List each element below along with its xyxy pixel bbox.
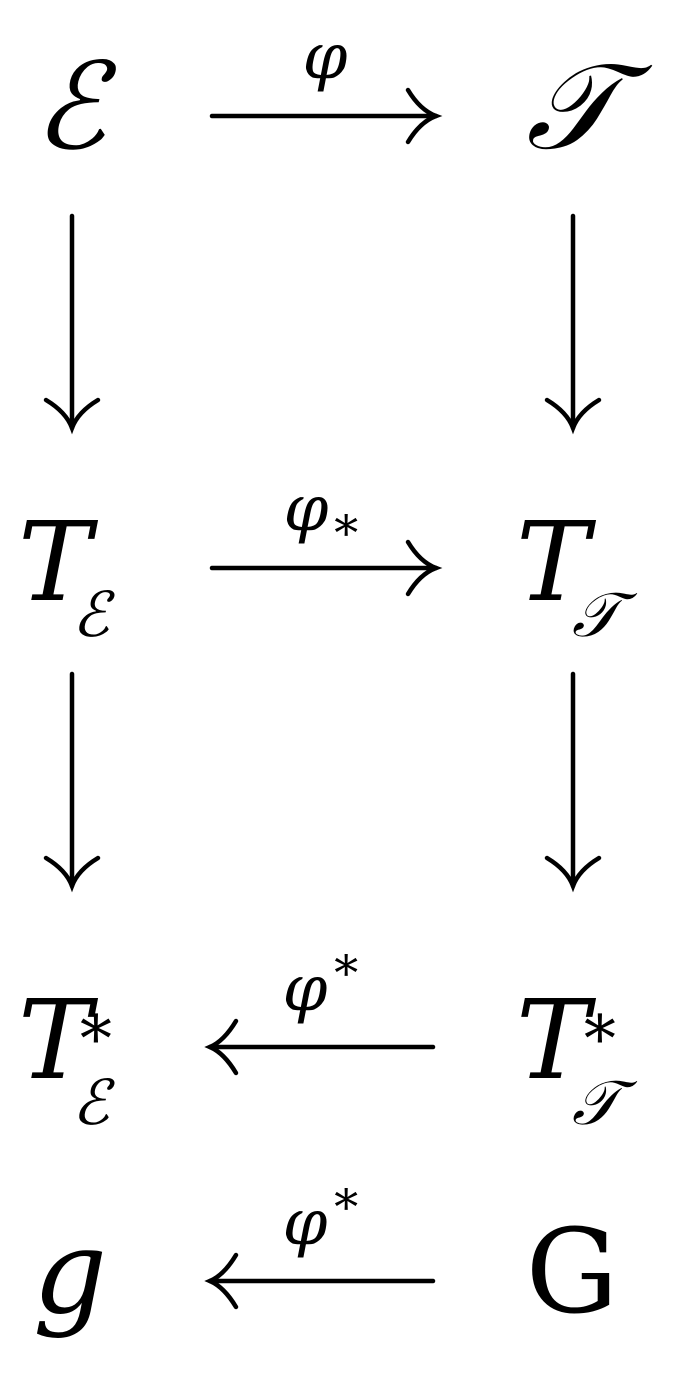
node-dual-right: T ∗ 𝒯	[516, 976, 638, 1139]
node-dual-left: T ∗ ℰ	[18, 976, 118, 1139]
node-mid-right-main: T	[516, 498, 597, 626]
node-top-left: ℰ	[34, 38, 118, 177]
arrow-row3	[204, 1018, 436, 1076]
label-row3: φ ∗	[283, 936, 363, 1026]
arrow-col-right-1	[544, 213, 602, 435]
arrow-row2	[209, 539, 443, 597]
node-dual-right-main: T	[516, 976, 597, 1104]
node-mid-left-main: T	[18, 498, 99, 626]
node-mid-right-sub: 𝒯	[572, 578, 638, 651]
label-row4-script: ∗	[330, 1170, 363, 1226]
node-dual-right-sup: ∗	[578, 990, 622, 1064]
label-row2-script: ∗	[330, 496, 363, 552]
arrow-col-left-2	[43, 671, 101, 893]
node-mid-right: T 𝒯	[516, 498, 638, 651]
label-row1: φ	[303, 20, 348, 94]
node-bottom-left: g	[33, 1205, 107, 1340]
node-dual-left-main: T	[18, 976, 99, 1104]
node-mid-left-sub: ℰ	[72, 578, 115, 651]
label-row3-main: φ	[283, 952, 328, 1026]
node-mid-left: T ℰ	[18, 498, 115, 651]
node-dual-left-sub: ℰ	[72, 1066, 115, 1139]
node-top-right: 𝒯	[526, 38, 653, 177]
node-dual-right-sub: 𝒯	[572, 1066, 638, 1139]
label-row4-main: φ	[283, 1186, 328, 1260]
label-row4: φ ∗	[283, 1170, 363, 1260]
arrow-col-left-1	[43, 213, 101, 435]
node-dual-left-sup: ∗	[74, 990, 118, 1064]
arrow-row1	[209, 87, 443, 145]
label-row3-script: ∗	[330, 936, 363, 992]
arrow-col-right-2	[544, 671, 602, 893]
node-bottom-right: G	[526, 1205, 619, 1340]
label-row2-main: φ	[284, 472, 329, 546]
label-row2: φ ∗	[284, 472, 363, 552]
arrow-row4	[204, 1252, 436, 1310]
